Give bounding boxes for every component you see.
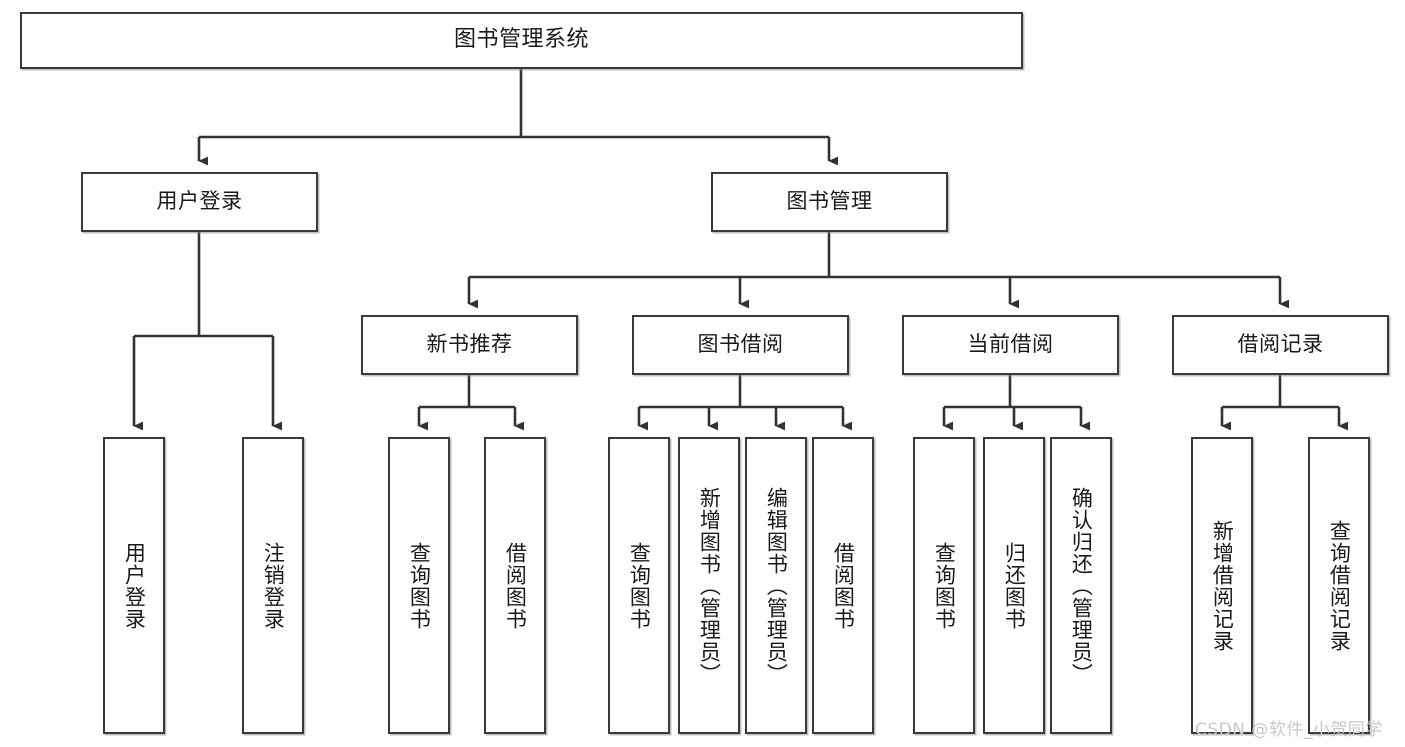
node-label: 图书借阅 [697, 332, 784, 357]
node-leaf-user-logout[interactable]: 注销登录 [242, 437, 304, 734]
node-leaf-query-record[interactable]: 查询借阅记录 [1308, 437, 1370, 734]
node-label: 查询图书 [932, 541, 957, 630]
node-leaf-user-login[interactable]: 用户登录 [103, 437, 165, 734]
node-leaf-query-book-1[interactable]: 查询图书 [388, 437, 450, 734]
node-label: 借阅图书 [503, 541, 528, 630]
node-leaf-borrow-book-2[interactable]: 借阅图书 [812, 437, 874, 734]
node-leaf-borrow-book-1[interactable]: 借阅图书 [484, 437, 546, 734]
node-user-login[interactable]: 用户登录 [81, 172, 318, 232]
node-label: 新增图书（管理员） [697, 486, 722, 685]
node-label: 编辑图书（管理员） [764, 486, 789, 685]
node-root[interactable]: 图书管理系统 [20, 12, 1023, 69]
node-new-book-rec[interactable]: 新书推荐 [361, 315, 578, 375]
node-label: 图书管理 [786, 189, 873, 214]
node-label: 注销登录 [261, 541, 286, 630]
node-label: 查询借阅记录 [1327, 519, 1352, 652]
node-borrow-record[interactable]: 借阅记录 [1172, 315, 1389, 375]
node-label: 用户登录 [156, 189, 243, 214]
node-label: 借阅记录 [1237, 332, 1324, 357]
node-current-borrow[interactable]: 当前借阅 [902, 315, 1119, 375]
node-leaf-confirm-return[interactable]: 确认归还（管理员） [1050, 437, 1112, 734]
node-label: 归还图书 [1002, 541, 1027, 630]
node-label: 借阅图书 [831, 541, 856, 630]
node-label: 新书推荐 [426, 332, 513, 357]
node-leaf-query-book-2[interactable]: 查询图书 [608, 437, 670, 734]
node-book-manage[interactable]: 图书管理 [711, 172, 948, 232]
node-leaf-add-record[interactable]: 新增借阅记录 [1191, 437, 1253, 734]
node-label: 查询图书 [407, 541, 432, 630]
node-label: 图书管理系统 [453, 27, 589, 53]
node-leaf-query-book-3[interactable]: 查询图书 [913, 437, 975, 734]
node-leaf-return-book[interactable]: 归还图书 [983, 437, 1045, 734]
node-label: 当前借阅 [967, 332, 1054, 357]
node-leaf-add-book[interactable]: 新增图书（管理员） [678, 437, 740, 734]
node-book-borrow[interactable]: 图书借阅 [632, 315, 849, 375]
node-label: 用户登录 [122, 541, 147, 630]
node-leaf-edit-book[interactable]: 编辑图书（管理员） [745, 437, 807, 734]
tree-connectors [132, 69, 1349, 431]
node-label: 查询图书 [627, 541, 652, 630]
node-label: 新增借阅记录 [1210, 519, 1235, 652]
node-label: 确认归还（管理员） [1069, 486, 1094, 685]
